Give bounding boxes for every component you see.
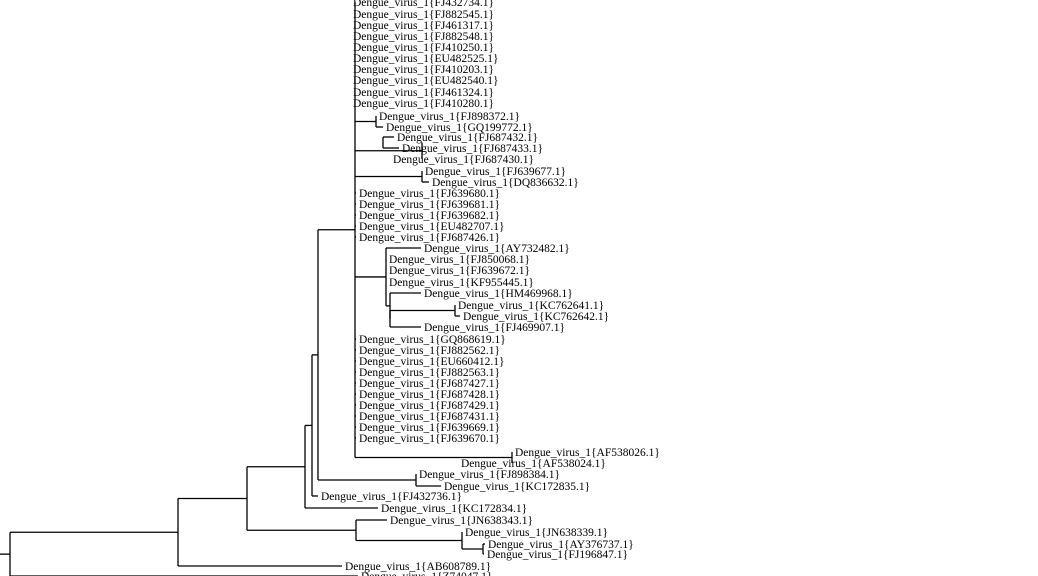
leaf-label: Dengue_virus_1{GQ868619.1}: [359, 334, 506, 346]
leaf-label: Dengue_virus_1{FJ639670.1}: [359, 433, 500, 445]
leaf-label: Dengue_virus_1{EU482707.1}: [359, 221, 505, 233]
leaf-label: Dengue_virus_1{KC172834.1}: [381, 503, 527, 515]
leaf-label: Dengue_virus_1{FJ410203.1}: [353, 64, 494, 76]
leaf-label: Dengue_virus_1{FJ687426.1}: [359, 232, 500, 244]
leaf-label: Dengue_virus_1{JN638339.1}: [465, 527, 608, 539]
leaf-label: Dengue_virus_1{AB608789.1}: [345, 561, 491, 573]
leaf-label: Dengue_virus_1{FJ687433.1}: [402, 143, 543, 155]
leaf-label: Dengue_virus_1{FJ882562.1}: [359, 345, 500, 357]
leaf-label: Dengue_virus_1{FJ687427.1}: [359, 378, 500, 390]
leaf-label: Dengue_virus_1{AY732482.1}: [424, 243, 570, 255]
leaf-label: Dengue_virus_1{KC172835.1}: [444, 481, 590, 493]
leaf-label: Dengue_virus_1{FJ639681.1}: [359, 199, 500, 211]
leaf-label: Dengue_virus_1{FJ850068.1}: [389, 254, 530, 266]
leaf-label: Dengue_virus_1{AF538024.1}: [461, 458, 606, 470]
leaf-label: Dengue_virus_1{FJ639677.1}: [425, 166, 566, 178]
leaf-label: Dengue_virus_1{FJ639672.1}: [389, 265, 530, 277]
leaf-label: Dengue_virus_1{GQ199772.1}: [386, 122, 533, 134]
leaf-label: Dengue_virus_1{DQ836632.1}: [432, 177, 579, 189]
leaf-label: Dengue_virus_1{HM469968.1}: [424, 288, 573, 300]
leaf-label: Dengue_virus_1{EU482525.1}: [353, 53, 499, 65]
leaf-label: Dengue_virus_1{FJ639680.1}: [359, 188, 500, 200]
leaf-label: Dengue_virus_1{FJ882563.1}: [359, 367, 500, 379]
leaf-label: Dengue_virus_1{FJ410280.1}: [353, 98, 494, 110]
leaf-label: Dengue_virus_1{FJ639669.1}: [359, 422, 500, 434]
leaf-label: Dengue_virus_1{Z74047.1}: [361, 571, 492, 576]
leaf-label: Dengue_virus_1{EU482540.1}: [353, 75, 499, 87]
leaf-label: Dengue_virus_1{AY376737.1}: [488, 539, 634, 551]
leaf-label: Dengue_virus_1{JN638343.1}: [390, 515, 533, 527]
leaf-label: Dengue_virus_1{FJ687429.1}: [359, 400, 500, 412]
leaf-label: Dengue_virus_1{FJ432736.1}: [321, 491, 462, 503]
leaf-label: Dengue_virus_1{KF955445.1}: [389, 277, 534, 289]
leaf-label: Dengue_virus_1{FJ898384.1}: [419, 469, 560, 481]
leaf-label: Dengue_virus_1{FJ410250.1}: [353, 42, 494, 54]
leaf-label: Dengue_virus_1{FJ469907.1}: [424, 322, 565, 334]
leaf-label: Dengue_virus_1{FJ639682.1}: [359, 210, 500, 222]
tree-leaf-labels: Dengue_virus_1{FJ432734.1}Dengue_virus_1…: [321, 0, 660, 576]
leaf-label: Dengue_virus_1{FJ432734.1}: [353, 0, 494, 9]
leaf-label: Dengue_virus_1{FJ461317.1}: [353, 20, 494, 32]
leaf-label: Dengue_virus_1{AF538026.1}: [515, 447, 660, 459]
leaf-label: Dengue_virus_1{FJ882545.1}: [353, 9, 494, 21]
leaf-label: Dengue_virus_1{EU660412.1}: [359, 356, 505, 368]
leaf-label: Dengue_virus_1{FJ687431.1}: [359, 411, 500, 423]
tree-branches: [0, 2, 513, 576]
leaf-label: Dengue_virus_1{FJ687430.1}: [393, 154, 534, 166]
leaf-label: Dengue_virus_1{FJ687428.1}: [359, 389, 500, 401]
leaf-label: Dengue_virus_1{FJ687432.1}: [397, 132, 538, 144]
leaf-label: Dengue_virus_1{FJ461324.1}: [353, 87, 494, 99]
leaf-label: Dengue_virus_1{FJ898372.1}: [379, 111, 520, 123]
leaf-label: Dengue_virus_1{FJ196847.1}: [487, 549, 628, 561]
leaf-label: Dengue_virus_1{FJ882548.1}: [353, 31, 494, 43]
leaf-label: Dengue_virus_1{KC762641.1}: [458, 300, 604, 312]
leaf-label: Dengue_virus_1{KC762642.1}: [463, 311, 609, 323]
